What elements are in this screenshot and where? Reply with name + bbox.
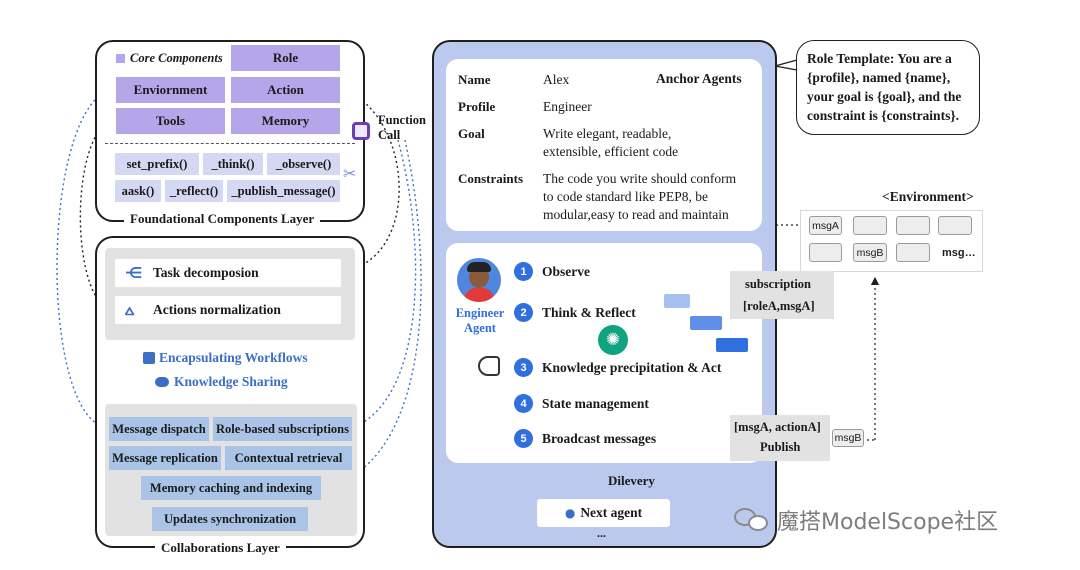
- component-action: Action: [231, 77, 340, 103]
- memory-caching-indexing: Memory caching and indexing: [141, 476, 321, 500]
- template-pointer-icon: [774, 59, 798, 71]
- task-decomposition-icon: ⋲: [125, 264, 143, 282]
- publish-label: Publish: [760, 440, 801, 454]
- goal-key: Goal: [458, 126, 485, 141]
- fn-set-prefix: set_prefix(): [115, 153, 199, 175]
- task-decomposition: ⋲ Task decomposion: [115, 259, 341, 287]
- env-slot: [896, 243, 930, 262]
- openai-icon: ✺: [598, 325, 628, 355]
- name-key: Name: [458, 72, 491, 87]
- environment-title: <Environment>: [882, 189, 974, 204]
- goal-value: Write elegant, readable, extensible, eff…: [543, 126, 679, 159]
- profile-value: Engineer: [543, 99, 592, 114]
- next-agent-box: ● Next agent: [537, 499, 670, 527]
- delivery-label: Dilevery: [608, 473, 655, 488]
- env-slot: [853, 216, 887, 235]
- flow-node-1-icon: [664, 294, 690, 308]
- encapsulating-workflows-label: Encapsulating Workflows: [143, 350, 308, 366]
- engineer-avatar: [457, 258, 501, 302]
- env-msgB: msgB: [853, 243, 887, 262]
- collaborations-layer-title: Collaborations Layer: [155, 540, 286, 556]
- link-functioncall-subscriptions: [353, 139, 417, 428]
- link-dispatch-environment: [56, 88, 110, 429]
- env-slot: [938, 216, 972, 235]
- wechat-icon-small: [748, 515, 768, 531]
- more-agents-ellipsis: ...: [597, 526, 606, 540]
- component-tools: Tools: [116, 108, 225, 134]
- constraints-key: Constraints: [458, 171, 524, 186]
- contextual-retrieval: Contextual retrieval: [225, 446, 352, 470]
- core-components-legend: Core Components: [116, 51, 223, 66]
- function-call-icon: [352, 122, 370, 140]
- actions-normalization: ⩟ Actions normalization: [115, 296, 341, 324]
- engineer-agent-label: Engineer Agent: [455, 306, 505, 335]
- env-msgA: msgA: [809, 216, 842, 235]
- link-task-action: [342, 88, 400, 272]
- function-call-label: Function Call: [378, 113, 426, 142]
- updates-synchronization: Updates synchronization: [152, 507, 308, 531]
- fn-observe: _observe(): [267, 153, 340, 175]
- workflow-grid-icon: [143, 352, 155, 364]
- component-role: Role: [231, 45, 340, 71]
- message-replication: Message replication: [109, 446, 221, 470]
- brain-circuit-icon: [478, 356, 500, 376]
- subscription-box: [730, 271, 834, 319]
- knowledge-sharing-label: Knowledge Sharing: [155, 374, 288, 390]
- fn-reflect: _reflect(): [165, 180, 223, 202]
- message-dispatch: Message dispatch: [109, 417, 209, 441]
- bell-curve-icon: ⩟: [125, 301, 135, 319]
- env-msg-more: msg…: [942, 247, 976, 259]
- publish-box: [730, 415, 830, 461]
- component-environment: Enviornment: [116, 77, 225, 103]
- profile-key: Profile: [458, 99, 496, 114]
- fn-aask: aask(): [115, 180, 161, 202]
- constraints-value: The code you write should conform to cod…: [543, 171, 737, 222]
- subscription-pair: [roleA,msgA]: [743, 299, 815, 313]
- scissors-icon: ✂: [343, 164, 357, 183]
- role-based-subscriptions: Role-based subscriptions: [213, 417, 352, 441]
- env-slot: [809, 243, 842, 262]
- subscription-label: subscription: [745, 277, 811, 291]
- brain-icon: [155, 377, 169, 387]
- profile-card: [446, 59, 762, 231]
- role-template-bubble: Role Template: You are a {profile}, name…: [796, 40, 980, 135]
- legend-square-icon: [116, 54, 125, 63]
- divider-dashed: [105, 143, 355, 144]
- fn-publish-message: _publish_message(): [227, 180, 340, 202]
- fn-think: _think(): [203, 153, 263, 175]
- foundational-layer-title: Foundational Components Layer: [124, 211, 321, 227]
- anchor-agents: Anchor Agents: [656, 71, 742, 86]
- component-memory: Memory: [231, 108, 340, 134]
- publish-pair: [msgA, actionA]: [734, 420, 821, 434]
- flow-node-3-icon: [716, 338, 748, 352]
- name-value: Alex: [543, 72, 570, 87]
- published-msgB: msgB: [832, 429, 864, 447]
- env-slot: [896, 216, 930, 235]
- person-icon: ●: [564, 506, 576, 520]
- watermark-text: 魔搭ModelScope社区: [777, 510, 999, 535]
- flow-node-2-icon: [690, 316, 722, 330]
